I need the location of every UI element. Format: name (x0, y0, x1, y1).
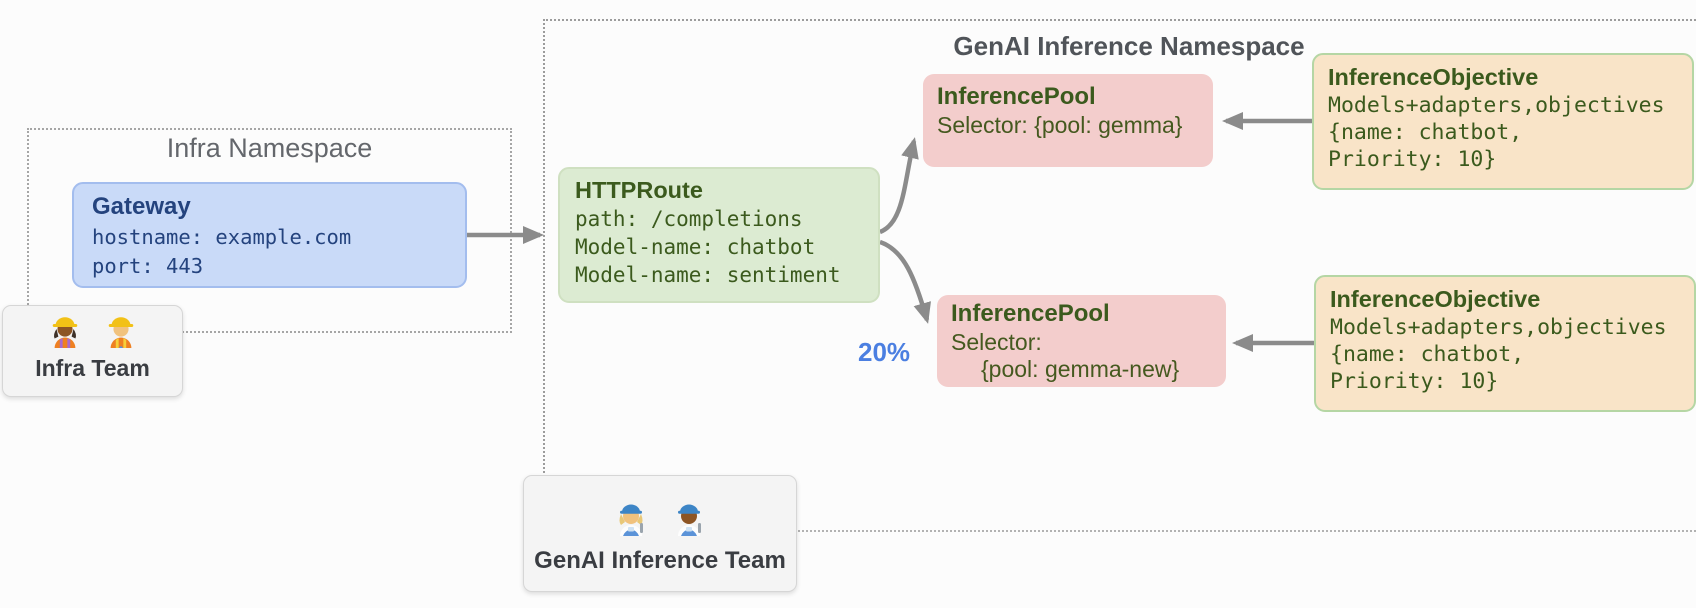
inference-objective-top-title: InferenceObjective (1328, 64, 1539, 90)
genai-team-label: GenAI Inference Team (534, 547, 786, 574)
gateway-port: port: 443 (92, 254, 204, 278)
inference-objective-bottom-priority: Priority: 10} (1330, 369, 1499, 394)
inference-pool-gemma-new-selector: Selector: (951, 329, 1042, 355)
infra-namespace-boundary: Infra Namespace (27, 128, 512, 333)
genai-namespace-border-top (543, 19, 1696, 21)
arrow-httproute-to-pool-gemma-new (879, 239, 931, 324)
inference-pool-gemma-title: InferencePool (937, 83, 1096, 110)
httproute-title: HTTPRoute (575, 177, 703, 203)
infra-namespace-title: Infra Namespace (166, 133, 373, 163)
inference-pool-gemma-selector: Selector: {pool: gemma} (937, 112, 1183, 138)
construction-worker-woman-icon (48, 312, 82, 353)
inference-objective-top-node: InferenceObjective Models+adapters,objec… (1312, 53, 1694, 190)
inference-pool-gemma-new-node: InferencePool Selector: {pool: gemma-new… (937, 295, 1226, 387)
httproute-node: HTTPRoute path: /completions Model-name:… (558, 167, 880, 303)
genai-team-icons (524, 498, 796, 541)
construction-worker-man-icon (104, 312, 138, 353)
infra-team-label: Infra Team (35, 355, 150, 381)
inference-pool-gemma-node: InferencePool Selector: {pool: gemma} (923, 74, 1213, 167)
inference-objective-bottom-title: InferenceObjective (1330, 286, 1541, 312)
inference-pool-gemma-new-selector-value: {pool: gemma-new} (981, 356, 1180, 382)
inference-objective-top-models: Models+adapters,objectives (1328, 93, 1665, 118)
gateway-node: Gateway hostname: example.com port: 443 (72, 182, 467, 288)
inference-objective-top-priority: Priority: 10} (1328, 147, 1497, 172)
gateway-title: Gateway (92, 193, 191, 220)
inference-objective-bottom-name: {name: chatbot, (1330, 342, 1525, 367)
genai-team-card: GenAI Inference Team (523, 475, 797, 592)
httproute-path: path: /completions (575, 207, 803, 231)
mechanic-worker-light-icon (613, 498, 649, 541)
genai-namespace-border-bottom (795, 530, 1696, 532)
inference-objective-top-name: {name: chatbot, (1328, 120, 1523, 145)
httproute-model-sentiment: Model-name: sentiment (575, 263, 841, 287)
inference-objective-bottom-models: Models+adapters,objectives (1330, 315, 1667, 340)
arrow-httproute-to-pool-gemma (879, 137, 919, 235)
mechanic-worker-dark-icon (671, 498, 707, 541)
infra-team-card: Infra Team (2, 305, 183, 397)
traffic-split-label: 20% (858, 337, 911, 367)
genai-namespace-border-left (543, 19, 545, 473)
gateway-hostname: hostname: example.com (92, 225, 352, 249)
inference-objective-bottom-node: InferenceObjective Models+adapters,objec… (1314, 275, 1696, 412)
infra-team-icons (3, 312, 182, 353)
inference-pool-gemma-new-title: InferencePool (951, 300, 1110, 327)
httproute-model-chatbot: Model-name: chatbot (575, 235, 816, 259)
genai-namespace-title: GenAI Inference Namespace (953, 31, 1305, 61)
